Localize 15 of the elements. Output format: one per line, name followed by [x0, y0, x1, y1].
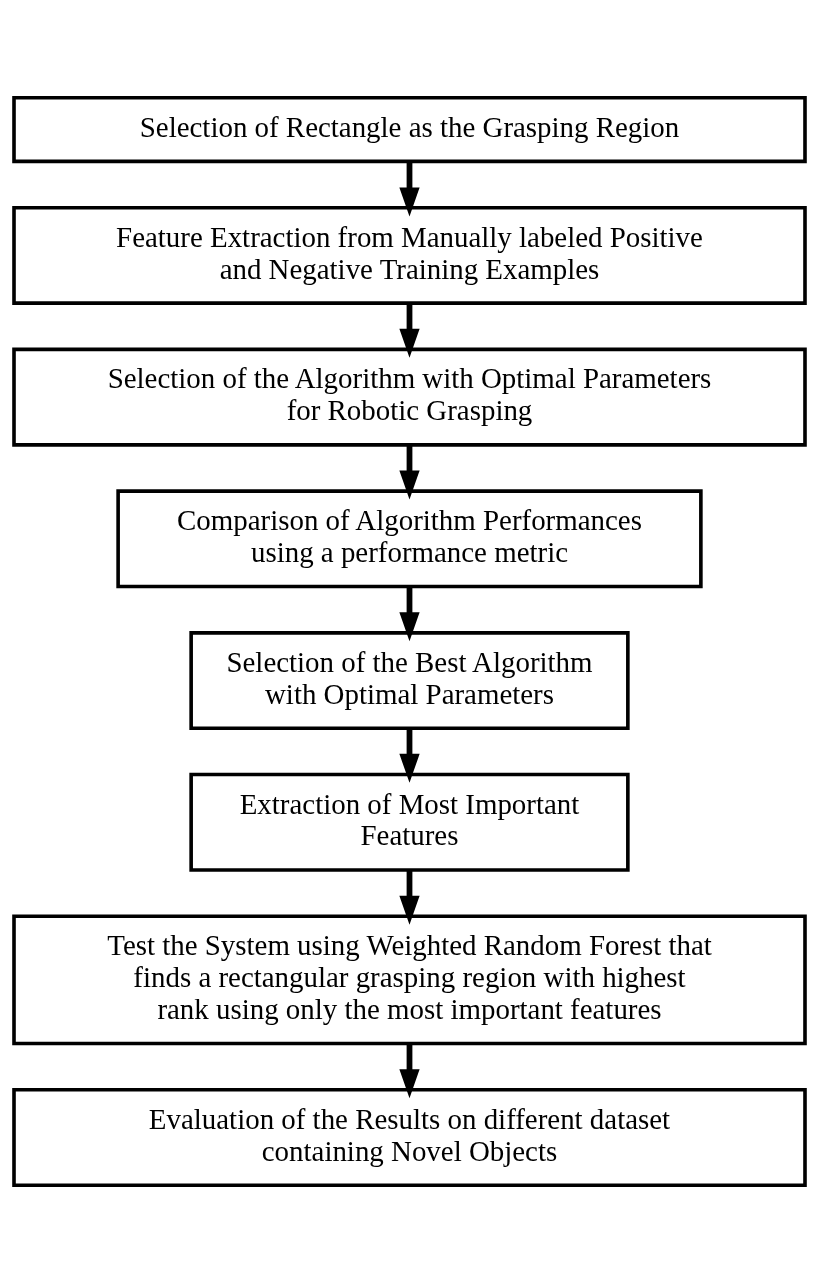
arrow: [399, 586, 420, 642]
node-box: Selection of Rectangle as the Grasping Region: [12, 95, 807, 164]
arrow: [399, 870, 420, 925]
node-box: Feature Extraction from Manually labeled Positive and Negative Training Examples: [12, 205, 807, 305]
arrow: [399, 1043, 420, 1099]
node-box: Test the System using Weighted Random Forest that finds a rectangular grasping region with highest rank using only the most important features: [12, 914, 807, 1046]
node-box: Selection of the Algorithm with Optimal Parameters for Robotic Grasping: [12, 347, 807, 447]
arrow: [399, 445, 420, 500]
arrow: [399, 728, 420, 783]
node-box: Evaluation of the Results on different dataset containing Novel Objects: [12, 1087, 807, 1188]
arrow: [399, 161, 420, 217]
node-box: Extraction of Most Important Features: [189, 772, 630, 872]
arrow: [399, 303, 420, 358]
node-box: Selection of the Best Algorithm with Optimal Parameters: [189, 631, 630, 731]
node-box: Comparison of Algorithm Performances using a performance metric: [116, 489, 703, 589]
